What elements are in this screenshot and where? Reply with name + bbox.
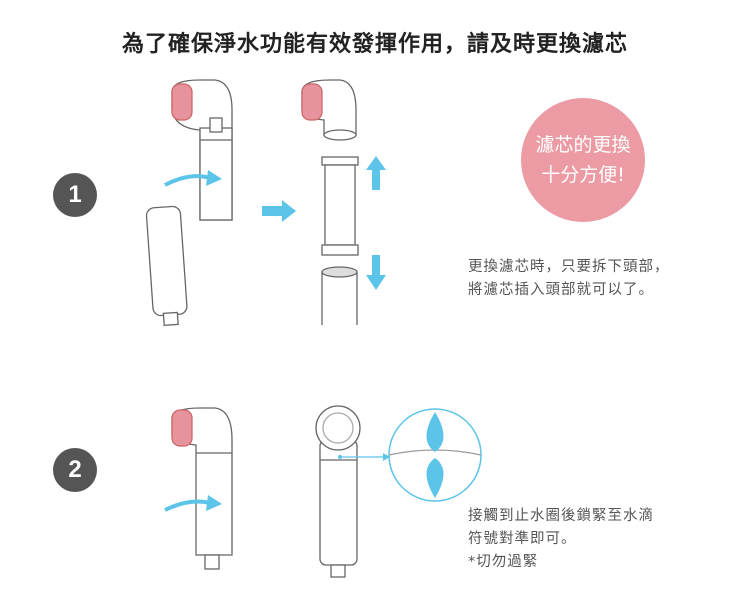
bubble-line: 濾芯的更換 <box>535 134 631 156</box>
description-line: 將濾芯插入頭部就可以了。 <box>468 282 654 298</box>
description-line: 更換濾芯時，只要拆下頭部， <box>468 259 670 275</box>
handle-tube <box>145 205 188 327</box>
description-line: *切勿過緊 <box>468 554 539 570</box>
down-arrow-icon <box>366 255 386 290</box>
step-2-badge: 2 <box>53 448 97 492</box>
zoom-circle <box>388 408 482 502</box>
curved-arrow-icon <box>164 174 211 187</box>
step-2-description: 接觸到止水圈後鎖緊至水滴 符號對準即可。 *切勿過緊 <box>468 505 654 574</box>
curved-arrow-icon <box>164 499 211 512</box>
page-title: 為了確保淨水功能有效發揮作用，請及時更換濾芯 <box>121 32 628 57</box>
description-line: 接觸到止水圈後鎖緊至水滴 <box>468 508 654 524</box>
up-arrow-icon <box>366 156 386 190</box>
shower-head-with-filter <box>171 79 233 221</box>
handle-open <box>321 266 358 325</box>
step-1-badge: 1 <box>53 173 97 217</box>
bubble-line: 十分方便! <box>541 164 625 186</box>
step-1-description: 更換濾芯時，只要拆下頭部， 將濾芯插入頭部就可以了。 <box>468 256 670 302</box>
assembled-shower-front <box>315 405 361 578</box>
detached-head <box>301 79 357 141</box>
assembled-shower-side <box>171 407 233 570</box>
right-arrow-icon <box>262 200 296 222</box>
filter-cartridge <box>321 156 359 256</box>
tip-bubble: 濾芯的更換 十分方便! <box>521 98 645 222</box>
description-line: 符號對準即可。 <box>468 531 577 547</box>
